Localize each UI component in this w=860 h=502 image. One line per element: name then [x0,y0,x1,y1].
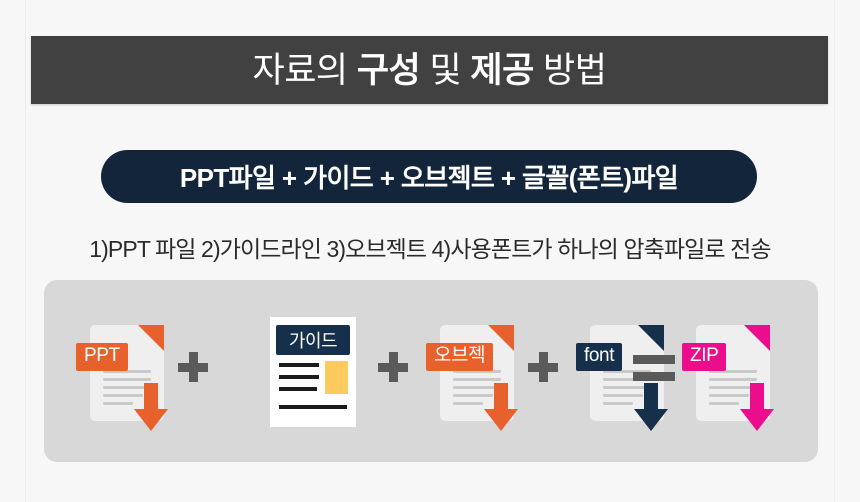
object-file-icon: 오브젝 [426,325,518,431]
document-text-lines [103,370,151,410]
contents-summary-pill: PPT파일 + 가이드 + 오브젝트 + 글꼴(폰트)파일 [101,150,757,203]
page-right-edge-line [834,0,835,502]
title-banner: 자료의 구성 및 제공 방법 [31,36,828,104]
page-title: 자료의 구성 및 제공 방법 [252,50,607,90]
contents-summary-label: PPT파일 + 가이드 + 오브젝트 + 글꼴(폰트)파일 [179,163,679,193]
equals-operator [633,355,675,381]
document-text-lines [453,370,501,410]
guide-document-icon: 가이드 [270,317,356,427]
zip-badge-label: ZIP [682,343,727,371]
page-fold-corner-icon [638,325,664,351]
download-arrow-icon [634,383,668,431]
document-text-lines [603,370,651,410]
plus-operator-2 [378,352,408,382]
ppt-file-icon: PPT [76,325,168,431]
contents-caption: 1)PPT 파일 2)가이드라인 3)오브젝트 4)사용폰트가 하나의 압축파일… [89,236,771,262]
file-bundle-panel: PPT 가이드 [44,280,818,462]
guide-header-label: 가이드 [288,331,338,351]
zip-file-icon: ZIP [682,325,774,431]
page-fold-corner-icon [744,325,770,351]
guide-text-lines [279,363,319,399]
document-text-lines [709,370,757,410]
font-badge-label: font [576,343,623,371]
object-badge-label: 오브젝 [426,343,494,371]
download-arrow-icon [134,383,168,431]
page-fold-corner-icon [138,325,164,351]
guide-footer-line [279,405,347,409]
guide-header-block: 가이드 [276,325,350,355]
download-arrow-icon [740,383,774,431]
download-arrow-icon [484,383,518,431]
plus-operator-3 [528,352,558,382]
plus-operator-1 [178,352,208,382]
page-left-edge-line [25,0,26,502]
guide-color-swatch [325,361,348,394]
ppt-badge-label: PPT [76,343,128,371]
